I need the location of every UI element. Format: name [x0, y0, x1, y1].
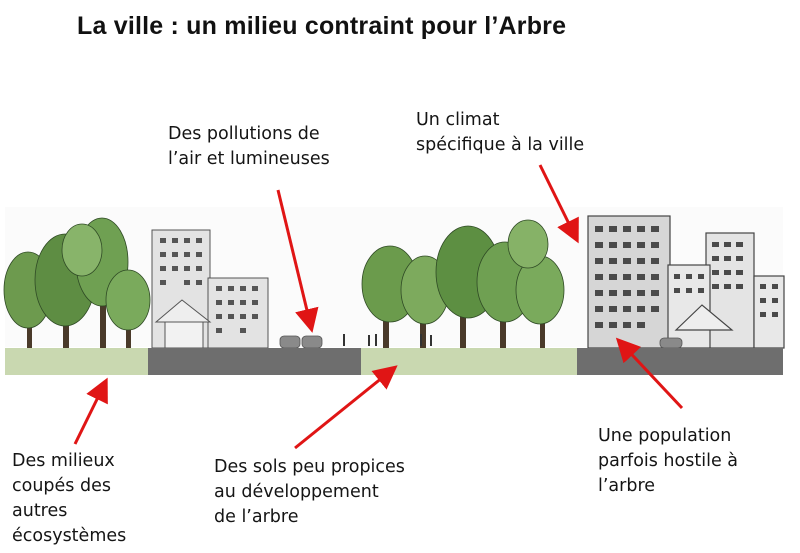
label-milieux: Des milieux coupés des autres écosystème… [12, 451, 127, 546]
ground-road-left [148, 348, 361, 375]
label-population: Une population parfois hostile à l’arbre [598, 426, 738, 496]
arrow-climat [538, 164, 579, 244]
trees-middle [361, 219, 565, 348]
label-sols: Des sols peu propices au développement d… [214, 457, 405, 527]
ground-grass-left [5, 348, 148, 375]
ground-road-right [577, 348, 783, 375]
trees-left [3, 217, 151, 348]
arrow-pollution [276, 189, 319, 333]
arrow-milieux [73, 377, 108, 445]
label-climat: Un climat spécifique à la ville [416, 110, 585, 155]
ground-grass-middle [361, 348, 577, 375]
building-right-windows [595, 226, 778, 328]
building-left-windows [160, 238, 258, 333]
page-title: La ville : un milieu contraint pour l’Ar… [77, 12, 567, 40]
arrow-sols [294, 365, 398, 450]
pedestrians [343, 334, 432, 346]
label-pollution: Des pollutions de l’air et lumineuses [168, 124, 330, 169]
cars [279, 335, 683, 349]
arrow-population [615, 337, 684, 410]
